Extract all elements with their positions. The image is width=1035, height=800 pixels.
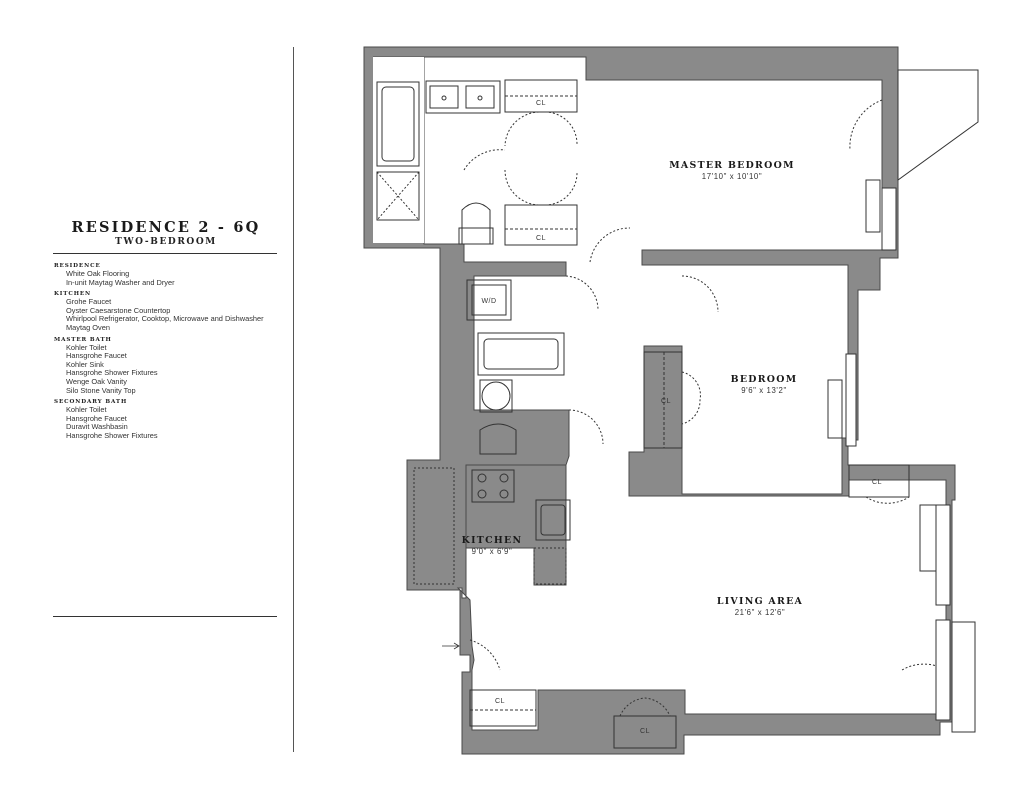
feature-heading: RESIDENCE [54,263,101,269]
divider-top [53,253,277,254]
room-label-bedroom: BEDROOM [731,374,798,385]
feature-item: Kohler Toilet [66,342,107,352]
feature-item: Oyster Caesarstone Countertop [66,305,171,315]
feature-item: Whirlpool Refrigerator, Cooktop, Microwa… [66,314,264,324]
feature-item: Kohler Toilet [66,405,107,415]
toilet-secondary [479,423,517,455]
closet-living [848,464,910,498]
closet-master-bottom [504,204,578,246]
room-label-kitchen: KITCHEN [462,535,523,546]
feature-item: Hansgrohe Faucet [66,413,127,423]
feature-item: Duravit Washbasin [66,422,128,432]
feature-item: White Oak Flooring [66,269,130,278]
feature-heading: SECONDARY BATH [54,399,128,406]
bathtub-master [376,81,420,167]
closet-label: CL [536,100,546,107]
feature-heading: MASTER BATH [54,336,112,343]
walls [363,46,956,755]
windows [845,69,979,733]
panel-separator [293,47,294,752]
feature-item: Silo Stone Vanity Top [66,385,136,395]
residence-subtitle: TWO-BEDROOM [115,237,217,247]
info-panel: RESIDENCE 2 - 6Q TWO-BEDROOM RESIDENCE W… [0,0,295,800]
feature-item: Hansgrohe Shower Fixtures [66,430,158,440]
toilet-master [461,202,491,245]
closet-living-bottom [613,715,677,749]
feature-group-kitchen: KITCHEN Grohe Faucet Oyster Caesarstone … [54,290,284,332]
closet-entry [469,689,537,727]
feature-group-secondary-bath: SECONDARY BATH Kohler Toilet Hansgrohe F… [54,398,284,440]
feature-item: Wenge Oak Vanity [66,376,127,386]
room-dimensions-living-area: 21'6" x 12'6" [735,608,786,617]
washer-dryer-label: W/D [481,298,496,305]
vanity-master [425,80,501,114]
feature-item: Hansgrohe Faucet [66,351,127,361]
features-list: RESIDENCE White Oak Flooring In-unit May… [54,262,284,444]
closet-label: CL [640,728,650,735]
room-dimensions-master-bedroom: 17'10" x 10'10" [702,172,762,181]
feature-heading: KITCHEN [54,291,92,298]
entry [442,642,460,650]
room-dimensions-bedroom: 9'6" x 13'2" [741,386,787,395]
washer-dryer [466,279,512,321]
shower-master [376,171,420,221]
cooktop [471,469,515,503]
closet-labels: CL CL CL CL CL CL W/D [481,100,882,735]
feature-item: Grohe Faucet [66,297,112,307]
room-label-master-bedroom: MASTER BEDROOM [669,160,795,171]
room-dimensions-kitchen: 9'0" x 6'9" [472,547,513,556]
closet-label: CL [872,479,882,486]
washbasin-secondary [481,381,511,411]
feature-item: In-unit Maytag Washer and Dryer [66,277,175,287]
feature-group-master-bath: MASTER BATH Kohler Toilet Hansgrohe Fauc… [54,336,284,396]
closet-label: CL [661,398,671,405]
closets [469,79,910,749]
exterior-wall [363,46,956,755]
bathtub-secondary [477,332,565,376]
kitchen-sink [535,499,571,541]
closet-label: CL [536,235,546,242]
feature-group-residence: RESIDENCE White Oak Flooring In-unit May… [54,262,284,287]
feature-item: Hansgrohe Shower Fixtures [66,368,158,378]
feature-item: Maytag Oven [66,322,110,332]
room-label-living-area: LIVING AREA [717,596,803,607]
residence-title: RESIDENCE 2 - 6Q [71,219,261,236]
divider-bottom [53,616,277,617]
entry-arrow-icon [442,642,460,650]
closet-label: CL [495,698,505,705]
feature-item: Kohler Sink [66,359,104,369]
doors [463,99,947,717]
closet-bedroom [643,351,683,449]
